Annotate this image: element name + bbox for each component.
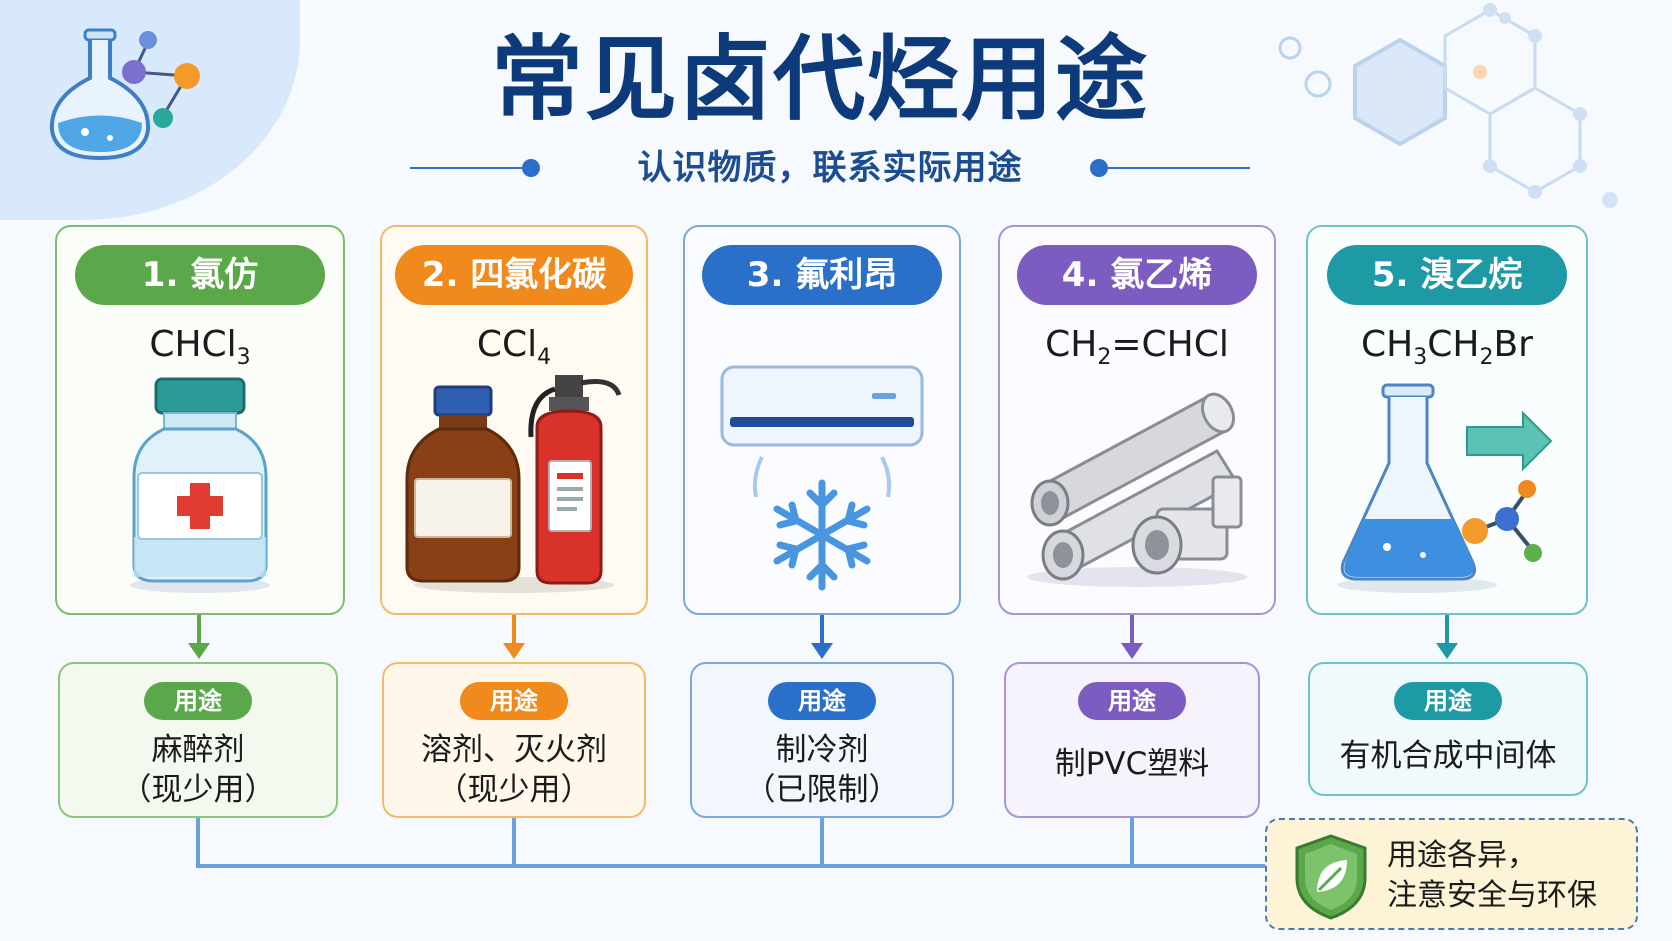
- formula-subscript: 3: [236, 345, 251, 371]
- card-chloroform: 1. 氯仿 CHCl3: [55, 225, 345, 615]
- use-label: 用途: [460, 682, 568, 720]
- connector-line: [1130, 818, 1134, 868]
- use-label: 用途: [1394, 682, 1502, 720]
- card-label: 4. 氯乙烯: [1017, 245, 1257, 305]
- down-arrow-icon: [1121, 615, 1143, 659]
- shield-leaf-icon: [1295, 834, 1367, 920]
- use-box-bromoethane: 用途 有机合成中间体: [1308, 662, 1588, 796]
- formula-subscript: 3: [1413, 345, 1428, 371]
- use-text: 有机合成中间体: [1310, 736, 1586, 776]
- connector-line: [820, 818, 824, 868]
- card-freon: 3. 氟利昂: [683, 225, 961, 615]
- formula-part: CHCl: [149, 324, 237, 365]
- use-line-2: （现少用）: [120, 772, 276, 808]
- medicine-bottle-icon: [130, 377, 270, 593]
- chemical-formula: CH2=CHCl: [1000, 323, 1274, 380]
- down-arrow-icon: [1436, 615, 1458, 659]
- formula-part: =CHCl: [1111, 324, 1229, 365]
- use-line-1: 麻醉剂: [151, 732, 245, 768]
- illustration: [57, 367, 343, 607]
- note-text: 用途各异， 注意安全与环保: [1387, 836, 1597, 916]
- use-box-chloroform: 用途 麻醉剂 （现少用）: [58, 662, 338, 818]
- use-line-1: 溶剂、灭火剂: [421, 732, 607, 768]
- connector-line: [512, 818, 516, 868]
- connector-line: [196, 818, 200, 868]
- chemical-formula: CHCl3: [57, 323, 343, 380]
- use-label: 用途: [144, 682, 252, 720]
- formula-part: CH: [1427, 324, 1480, 365]
- note-box: 用途各异， 注意安全与环保: [1265, 818, 1638, 930]
- card-vinyl-chloride: 4. 氯乙烯 CH2=CHCl: [998, 225, 1276, 615]
- subtitle-right-dot: [1090, 159, 1108, 177]
- formula-part: Br: [1493, 324, 1533, 365]
- illustration: [382, 367, 646, 607]
- page-title: 常见卤代烃用途: [490, 26, 1149, 133]
- down-arrow-icon: [811, 615, 833, 659]
- use-line-2: （已限制）: [744, 772, 900, 808]
- formula-part: CCl: [476, 324, 538, 365]
- card-label: 2. 四氯化碳: [395, 245, 633, 305]
- note-line-1: 用途各异，: [1387, 838, 1537, 873]
- flask-decoration-icon: [49, 28, 200, 161]
- card-label: 1. 氯仿: [75, 245, 325, 305]
- formula-subscript: 2: [1097, 345, 1112, 371]
- illustration: [1308, 367, 1586, 607]
- use-text: 制冷剂 （已限制）: [692, 730, 952, 810]
- formula-subscript: 2: [1479, 345, 1494, 371]
- use-line-1: 制冷剂: [775, 732, 869, 768]
- note-line-2: 注意安全与环保: [1387, 878, 1597, 913]
- use-line-1: 制PVC塑料: [1054, 746, 1210, 782]
- use-label: 用途: [768, 682, 876, 720]
- connector-baseline: [196, 864, 1268, 868]
- use-text: 溶剂、灭火剂 （现少用）: [384, 730, 644, 810]
- page-subtitle: 认识物质，联系实际用途: [637, 148, 1023, 188]
- illustration: [1000, 367, 1274, 607]
- chemical-formula: CH3CH2Br: [1308, 323, 1586, 380]
- subtitle-right-line: [1102, 167, 1250, 169]
- subtitle-row: 认识物质，联系实际用途: [410, 145, 1250, 191]
- chemical-formula: CCl4: [382, 323, 646, 380]
- card-bromoethane: 5. 溴乙烷 CH3CH2Br: [1306, 225, 1588, 615]
- air-conditioner-snowflake-icon: [720, 365, 924, 591]
- use-label: 用途: [1078, 682, 1186, 720]
- down-arrow-icon: [188, 615, 210, 659]
- use-text: 制PVC塑料: [1006, 744, 1258, 784]
- illustration: [685, 357, 959, 597]
- subtitle-left-dot: [522, 159, 540, 177]
- use-box-vinyl-chloride: 用途 制PVC塑料: [1004, 662, 1260, 818]
- formula-part: CH: [1045, 324, 1098, 365]
- bottle-and-fire-extinguisher-icon: [405, 375, 622, 593]
- use-line-2: （现少用）: [436, 772, 592, 808]
- flask-molecule-icon: [1337, 383, 1553, 593]
- subtitle-left-line: [410, 167, 530, 169]
- use-box-freon: 用途 制冷剂 （已限制）: [690, 662, 954, 818]
- use-text: 麻醉剂 （现少用）: [60, 730, 336, 810]
- card-label: 3. 氟利昂: [702, 245, 942, 305]
- formula-part: CH: [1361, 324, 1414, 365]
- use-line-1: 有机合成中间体: [1339, 738, 1557, 774]
- use-box-carbon-tetrachloride: 用途 溶剂、灭火剂 （现少用）: [382, 662, 646, 818]
- formula-subscript: 4: [537, 345, 552, 371]
- pvc-pipes-icon: [1027, 392, 1247, 587]
- card-label: 5. 溴乙烷: [1327, 245, 1567, 305]
- card-carbon-tetrachloride: 2. 四氯化碳 CCl4: [380, 225, 648, 615]
- down-arrow-icon: [503, 615, 525, 659]
